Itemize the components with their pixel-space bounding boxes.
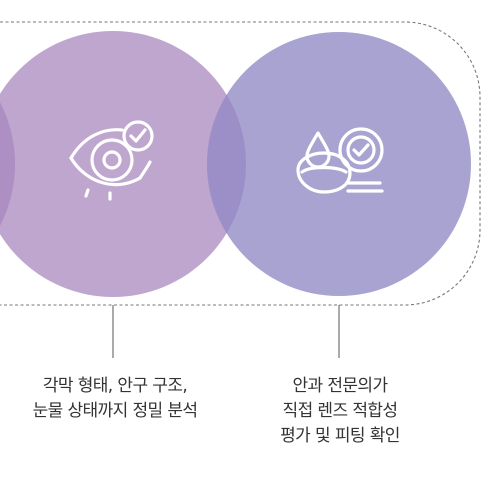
caption-line: 각막 형태, 안구 구조, xyxy=(42,376,188,396)
caption-line: 평가 및 피팅 확인 xyxy=(280,426,400,446)
circle-lens-fitting xyxy=(207,32,471,296)
caption-eye-structure: 각막 형태, 안구 구조, 눈물 상태까지 정밀 분석 xyxy=(0,374,230,424)
caption-lens-fitting: 안과 전문의가 직접 렌즈 적합성 평가 및 피팅 확인 xyxy=(268,374,412,449)
contact-lens-check-icon xyxy=(296,127,384,194)
circle-eye-structure xyxy=(0,31,246,297)
caption-line: 안과 전문의가 xyxy=(292,376,388,396)
caption-line: 직접 렌즈 적합성 xyxy=(282,401,398,421)
eye-check-icon xyxy=(69,120,154,201)
caption-line: 눈물 상태까지 정밀 분석 xyxy=(32,401,198,421)
dashed-group-outline xyxy=(0,21,481,306)
